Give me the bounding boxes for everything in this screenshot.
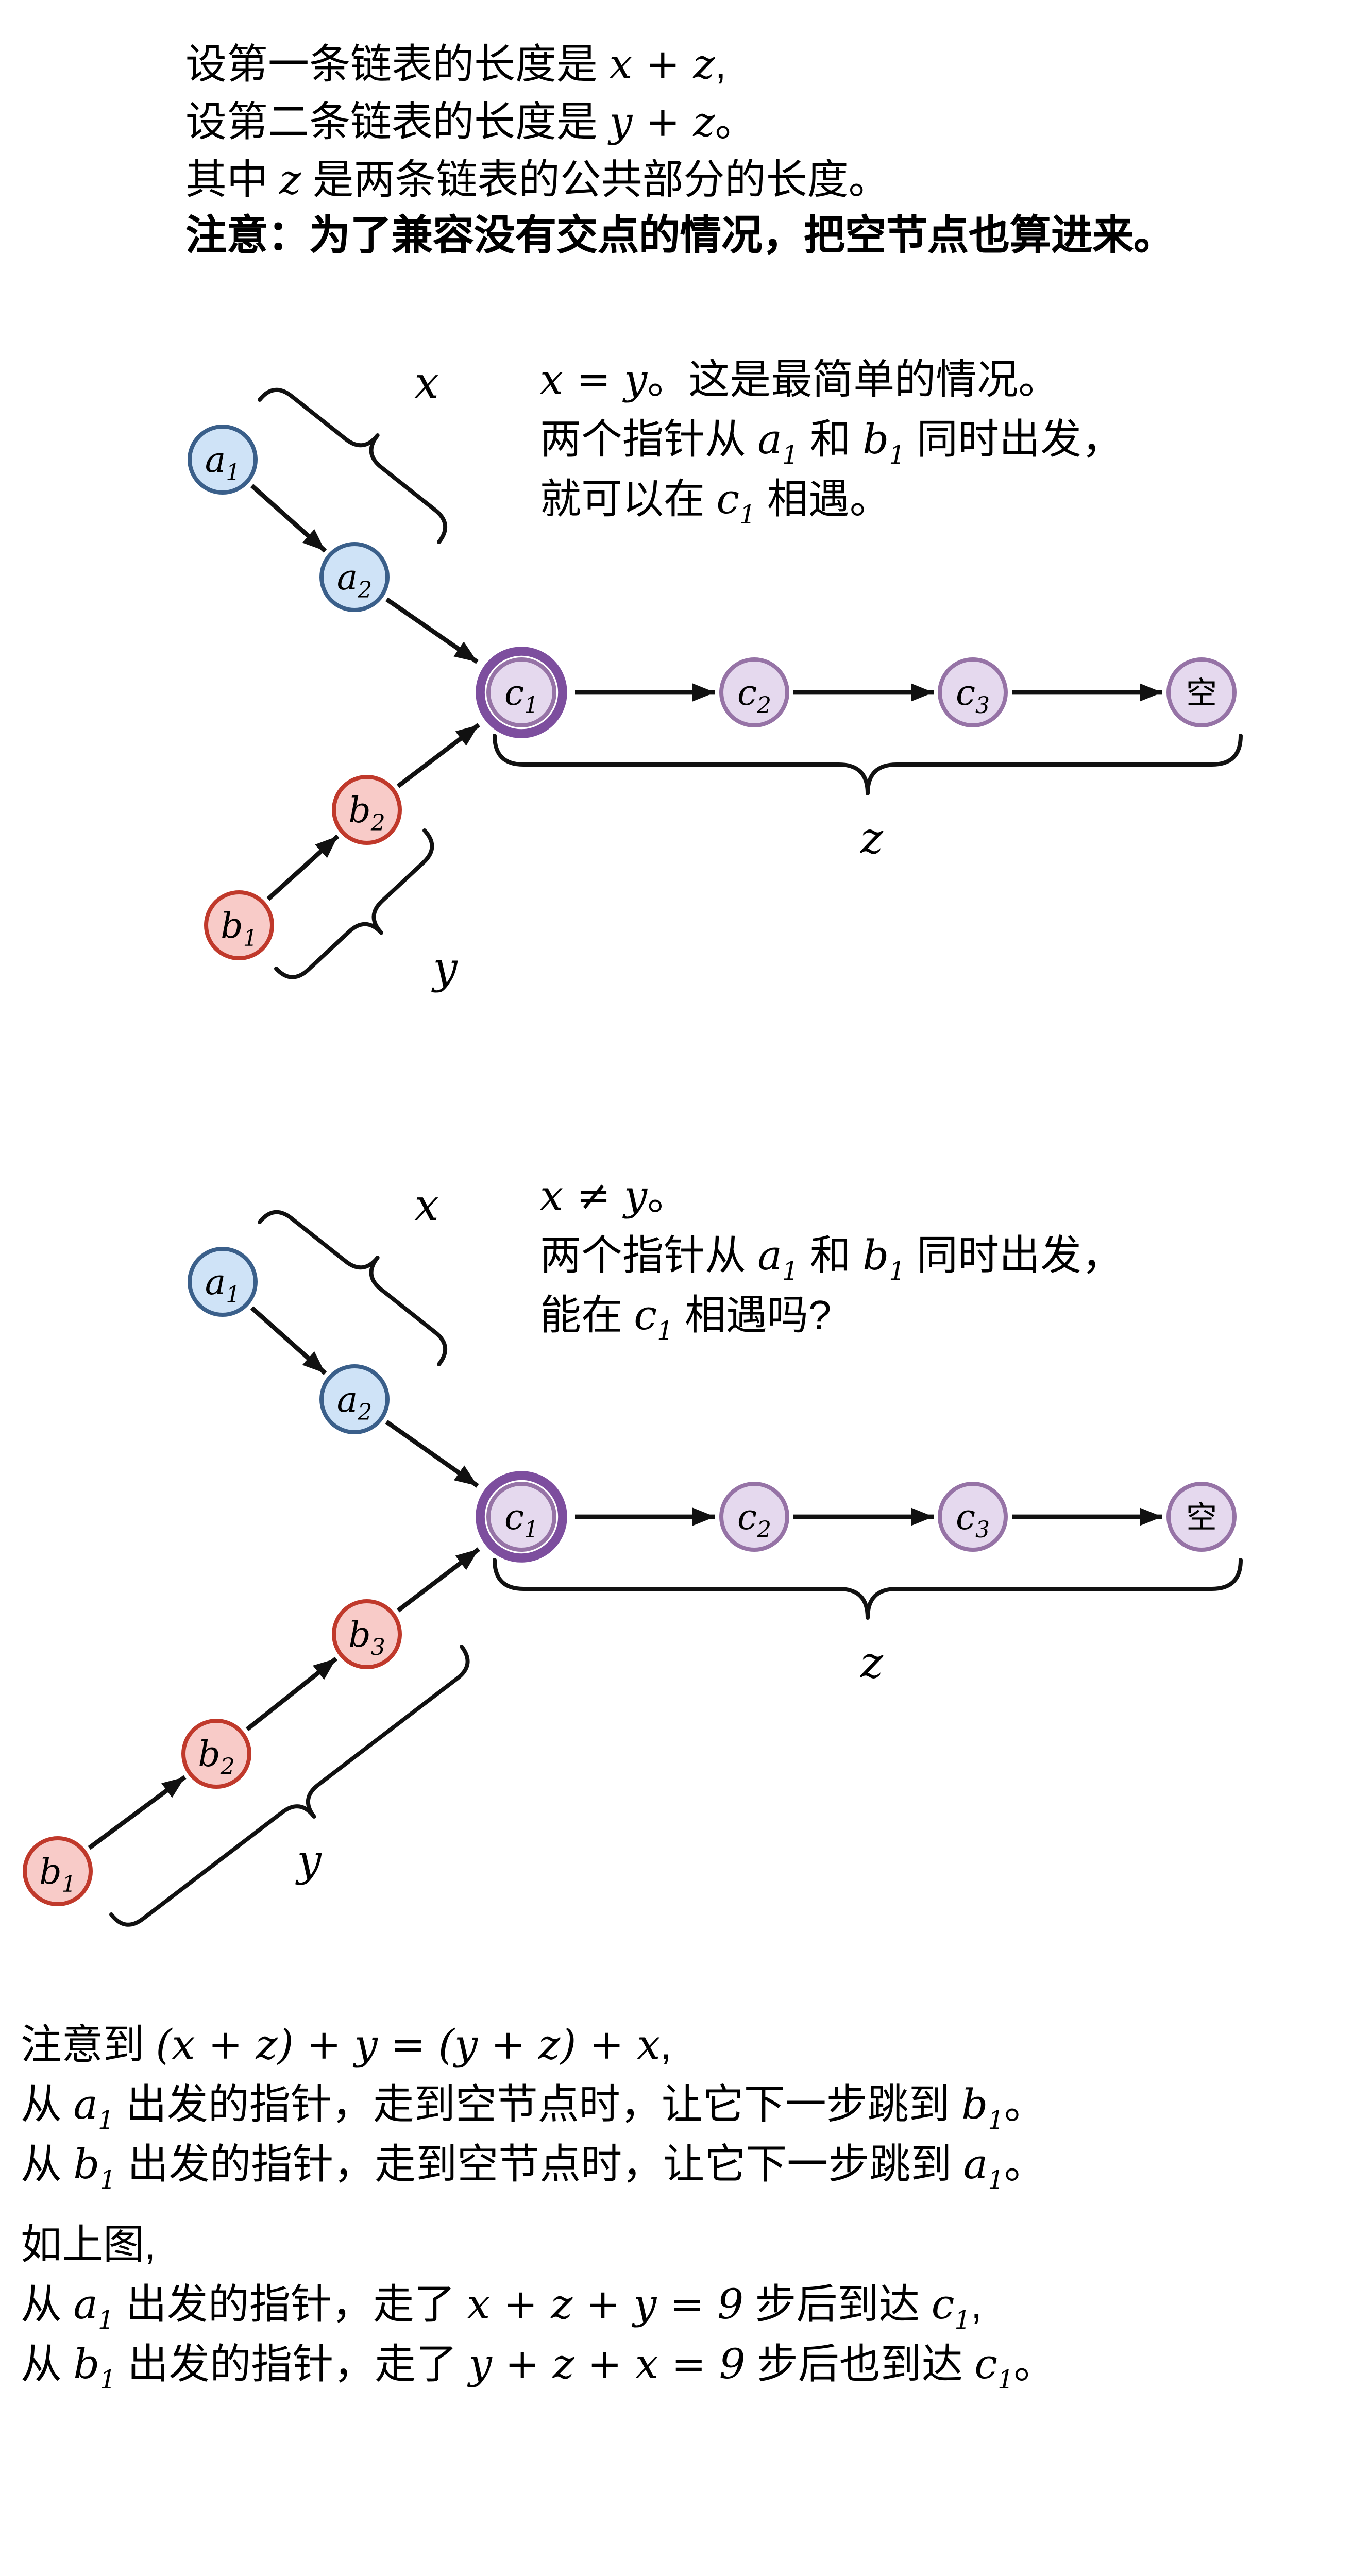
node-label-b2: b2	[198, 1734, 235, 1780]
node-label-a2: a2	[337, 557, 373, 603]
edge-b2-b3	[245, 1656, 338, 1732]
node-null1: 空	[1166, 657, 1237, 727]
brace-label-y: y	[295, 1835, 322, 1886]
diagram-intersection-x-neq-y: x y z a1 a2 c1 c2 c3 空 b3 b2 b1	[23, 1180, 1243, 1927]
node-label-c1: c1	[504, 673, 538, 719]
node-label-b1: b1	[221, 906, 258, 952]
node-c3: c3	[938, 657, 1008, 727]
node-null1: 空	[1166, 1482, 1237, 1552]
node-c2: c2	[719, 1482, 789, 1552]
intro-text: 设第一条链表的长度是 x + z, 设第二条链表的长度是 y + z。 其中 z…	[185, 37, 1175, 266]
intro-line-1: 设第一条链表的长度是 x + z,	[185, 39, 726, 89]
notes-example-line-3: 从 b1 出发的指针，走了 y + z + x = 9 步后也到达 c1。	[21, 2339, 1055, 2395]
node-a1: a1	[188, 1247, 258, 1317]
brace-label-y: y	[431, 943, 458, 993]
brace-label-z: z	[860, 813, 884, 863]
edge-b2-c1	[396, 723, 480, 788]
brace-z	[493, 734, 1243, 795]
node-b1: b1	[23, 1836, 93, 1906]
edge-b1-b2	[88, 1775, 187, 1850]
diagram-intersection-x-equals-y: x y z a1 a2 c1 c2 c3 空 b2 b1	[188, 358, 1243, 993]
edge-a2-c1	[385, 597, 479, 664]
node-c2: c2	[719, 657, 789, 727]
caption-case-equal-line-2: 两个指针从 a1 和 b1 同时出发，	[540, 414, 1123, 470]
intro-line-2: 设第二条链表的长度是 y + z。	[185, 97, 756, 146]
edge-a1-a2	[250, 484, 327, 553]
node-c1: c1	[476, 647, 567, 738]
caption-case-equal-line-3: 就可以在 c1 相遇。	[540, 474, 891, 530]
notes-example-line-1: 如上图,	[21, 2224, 156, 2269]
intro-line-3: 其中 z 是两条链表的公共部分的长度。	[185, 155, 890, 204]
notes-pointer-switch: 注意到 (x + z) + y = (y + z) + x, 从 a1 出发的指…	[21, 2015, 1045, 2195]
caption-case-unequal-line-2: 两个指针从 a1 和 b1 同时出发，	[540, 1230, 1123, 1286]
node-label-null1: 空	[1186, 1500, 1217, 1535]
brace-x	[258, 387, 448, 545]
node-c3: c3	[938, 1482, 1008, 1552]
notes-pointer-switch-line-3: 从 b1 出发的指针，走到空节点时，让它下一步跳到 a1。	[21, 2139, 1045, 2195]
node-b3: b3	[332, 1599, 402, 1669]
node-label-c2: c2	[737, 673, 771, 719]
node-b2: b2	[181, 1719, 251, 1789]
node-label-b3: b3	[348, 1615, 385, 1660]
node-label-b1: b1	[39, 1852, 76, 1897]
notes-pointer-switch-line-2: 从 a1 出发的指针，走到空节点时，让它下一步跳到 b1。	[21, 2079, 1045, 2135]
brace-label-z: z	[860, 1637, 884, 1688]
caption-case-unequal: x ≠ y。 两个指针从 a1 和 b1 同时出发， 能在 c1 相遇吗?	[540, 1166, 1123, 1346]
node-c1: c1	[476, 1471, 567, 1563]
edge-a1-a2	[250, 1306, 327, 1375]
edge-b1-b2	[266, 834, 340, 901]
node-a1: a1	[188, 425, 258, 495]
node-b2: b2	[332, 775, 402, 845]
node-a2: a2	[319, 1364, 390, 1434]
brace-x	[258, 1210, 448, 1367]
caption-case-unequal-line-3: 能在 c1 相遇吗?	[540, 1290, 832, 1346]
notes-example-line-2: 从 a1 出发的指针，走了 x + z + y = 9 步后到达 c1,	[21, 2279, 983, 2335]
node-label-b2: b2	[348, 790, 385, 836]
node-b1: b1	[204, 890, 274, 960]
node-label-c3: c3	[956, 1497, 990, 1543]
node-label-c3: c3	[956, 673, 990, 719]
node-label-a2: a2	[337, 1380, 373, 1426]
brace-label-x: x	[414, 358, 438, 408]
notes-pointer-switch-line-1: 注意到 (x + z) + y = (y + z) + x,	[21, 2020, 672, 2069]
node-a2: a2	[319, 542, 390, 612]
edge-a2-c1	[385, 1420, 479, 1488]
edge-b3-c1	[396, 1547, 480, 1613]
brace-y	[274, 828, 434, 979]
brace-y	[109, 1645, 470, 1927]
notes-example: 如上图, 从 a1 出发的指针，走了 x + z + y = 9 步后到达 c1…	[21, 2217, 1055, 2395]
node-label-a1: a1	[205, 440, 241, 486]
node-label-a1: a1	[205, 1262, 241, 1308]
intro-line-4-note: 注意：为了兼容没有交点的情况，把空节点也算进来。	[185, 214, 1175, 260]
brace-z	[493, 1558, 1243, 1620]
node-label-null1: 空	[1186, 676, 1217, 710]
brace-label-x: x	[414, 1180, 438, 1230]
node-label-c1: c1	[504, 1497, 538, 1543]
caption-case-equal-line-1: x = y。这是最简单的情况。	[540, 354, 1060, 404]
caption-case-unequal-line-1: x ≠ y。	[540, 1171, 689, 1220]
node-label-c2: c2	[737, 1497, 771, 1543]
caption-case-equal: x = y。这是最简单的情况。 两个指针从 a1 和 b1 同时出发， 就可以在…	[540, 350, 1123, 530]
